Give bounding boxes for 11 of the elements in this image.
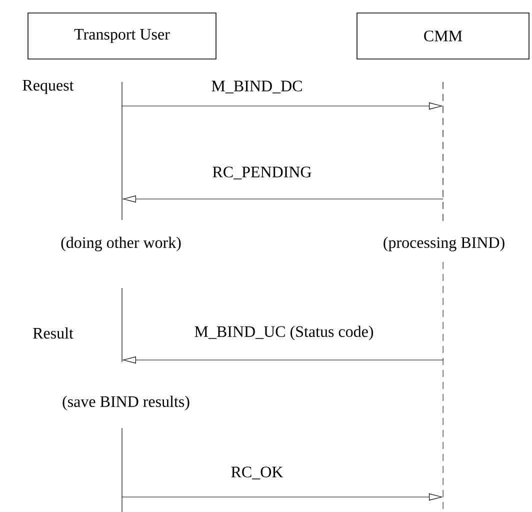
participant-box: Transport User bbox=[28, 12, 216, 60]
message-label: RC_OK bbox=[230, 466, 284, 480]
message-label: M_BIND_UC (Status code) bbox=[193, 324, 375, 342]
note-text: (processing BIND) bbox=[384, 236, 504, 252]
message-label: RC_PENDING bbox=[211, 166, 313, 180]
note-text: Request bbox=[22, 80, 74, 94]
note-text: (save BIND results) bbox=[62, 396, 190, 410]
message-label: M_BIND_DC bbox=[210, 80, 304, 94]
note-text: Result bbox=[33, 327, 74, 339]
note-text: (doing other work) bbox=[61, 236, 181, 252]
participant-box: CMM bbox=[356, 12, 530, 60]
